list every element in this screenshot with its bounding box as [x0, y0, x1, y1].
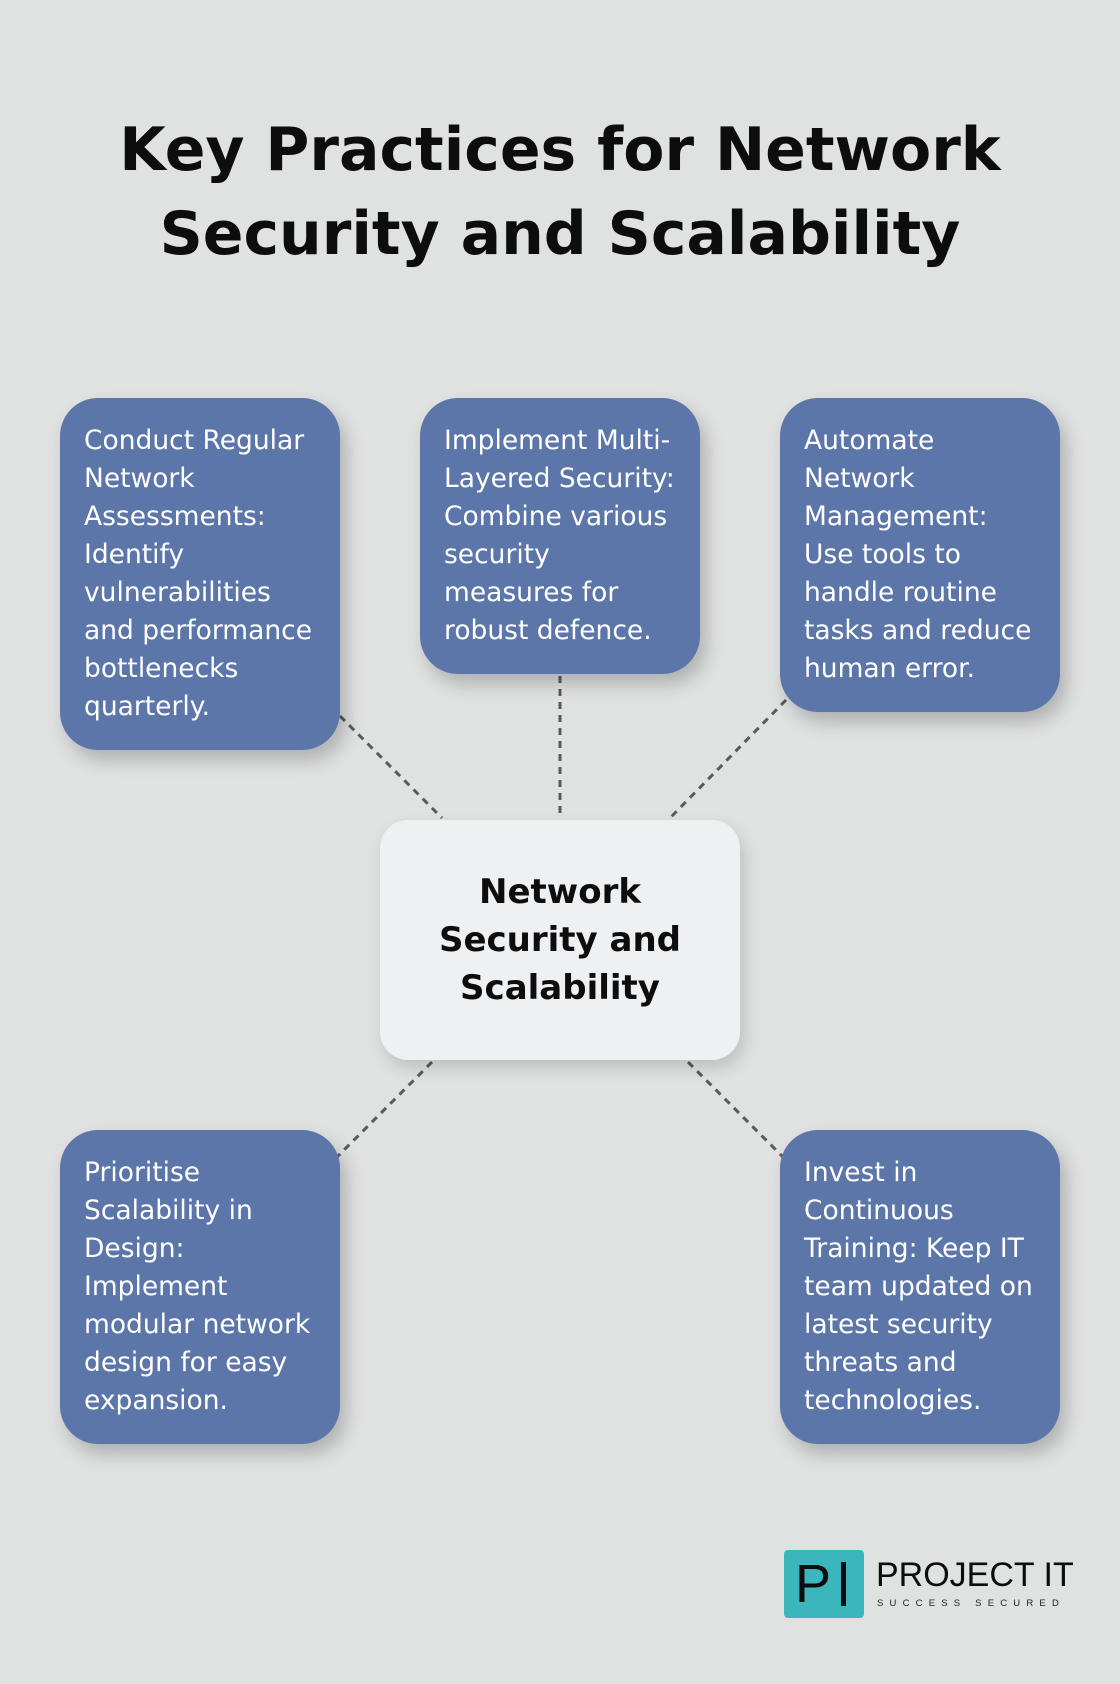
practice-card-continuous-training: Invest in Continuous Training: Keep IT t… [780, 1130, 1060, 1444]
logo-mark-icon: P [784, 1550, 864, 1618]
connector-line [334, 1060, 434, 1160]
logo-name: PROJECT IT [876, 1556, 1074, 1594]
practice-card-network-assessments: Conduct Regular Network Assessments: Ide… [60, 398, 340, 750]
practice-card-automate-management: Automate Network Management: Use tools t… [780, 398, 1060, 712]
page-title: Key Practices for Network Security and S… [119, 115, 1001, 269]
logo-mark-letter: P [795, 1554, 832, 1614]
practice-card-text: Prioritise Scalability in Design: Implem… [84, 1157, 311, 1416]
practice-card-scalability-design: Prioritise Scalability in Design: Implem… [60, 1130, 340, 1444]
logo-tagline: SUCCESS SECURED [877, 1598, 1066, 1609]
connector-line [668, 698, 788, 820]
logo-mark-bar [841, 1562, 846, 1606]
central-topic-label: Network Security and Scalability [438, 872, 682, 1008]
practice-card-multi-layered-security: Implement Multi-Layered Security: Combin… [420, 398, 700, 674]
practice-card-text: Automate Network Management: Use tools t… [804, 425, 1032, 684]
central-topic-box: Network Security and Scalability [380, 820, 740, 1060]
practice-card-text: Invest in Continuous Training: Keep IT t… [804, 1157, 1033, 1416]
connector-line [338, 714, 444, 820]
practice-card-text: Implement Multi-Layered Security: Combin… [444, 425, 675, 646]
brand-logo: P PROJECT IT SUCCESS SECURED [784, 1550, 1074, 1618]
practice-card-text: Conduct Regular Network Assessments: Ide… [84, 425, 312, 722]
connector-line [686, 1060, 786, 1160]
